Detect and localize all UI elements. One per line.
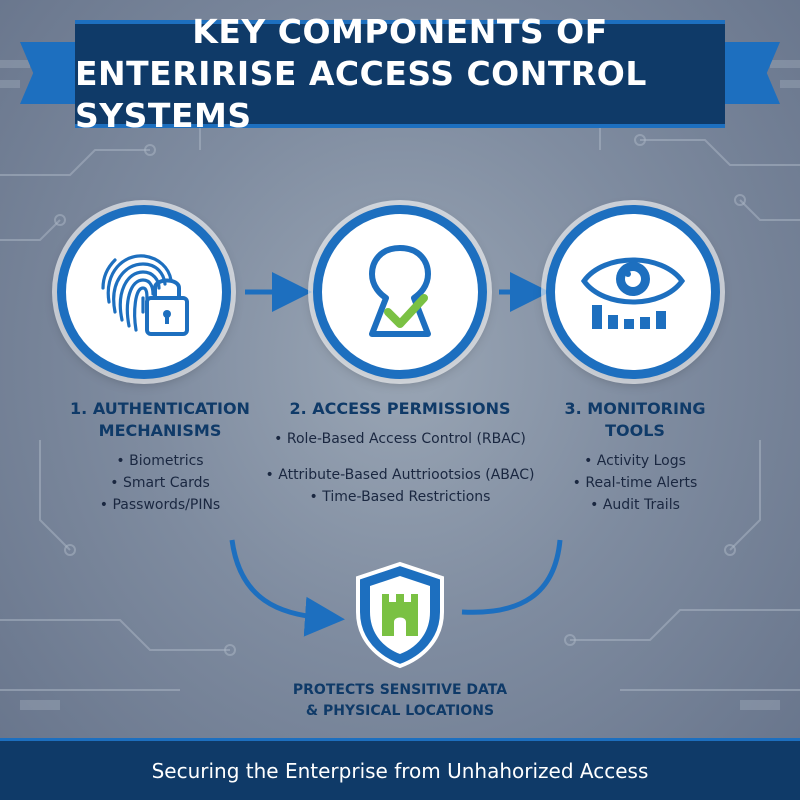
shield-castle-icon [356, 561, 444, 669]
list-item: Passwords/PINs [60, 494, 260, 516]
monitoring-circle [546, 205, 720, 379]
banner-ribbon-left [20, 42, 80, 104]
authentication-heading: 1. AUTHENTICATION MECHANISMS [60, 398, 260, 442]
outcome-text: PROTECTS SENSITIVE DATA & PHYSICAL LOCAT… [240, 680, 560, 722]
footer-bar: Securing the Enterprise from Unhahorized… [0, 738, 800, 800]
list-item: Biometrics [60, 450, 260, 472]
list-item: Role-Based Access Control (RBAC) [250, 428, 550, 450]
access-permissions-circle [313, 205, 487, 379]
title-banner: KEY COMPONENTS OF ENTERIRISE ACCESS CONT… [20, 12, 780, 135]
title-line-2: ENTERIRISE ACCESS CONTROL SYSTEMS [75, 54, 647, 135]
list-item: Activity Logs [535, 450, 735, 472]
outcome-line-1: PROTECTS SENSITIVE DATA [292, 682, 508, 698]
list-item: Audit Trails [535, 494, 735, 516]
authentication-heading-line-1: 1. AUTHENTICATION [70, 399, 250, 418]
access-permissions-column: 2. ACCESS PERMISSIONS Role-Based Access … [250, 398, 550, 508]
monitoring-heading-line-1: 3. MONITORING [564, 399, 706, 418]
fingerprint-lock-icon [101, 254, 189, 336]
banner-ribbon-right [720, 42, 780, 104]
outcome-line-2: & PHYSICAL LOCATIONS [305, 703, 495, 719]
access-permissions-heading: 2. ACCESS PERMISSIONS [250, 398, 550, 420]
keyhole-check-icon [369, 245, 431, 337]
authentication-circle [57, 205, 231, 379]
title-box: KEY COMPONENTS OF ENTERIRISE ACCESS CONT… [75, 12, 725, 135]
list-item: Time-Based Restrictions [250, 486, 550, 508]
authentication-list: Biometrics Smart Cards Passwords/PINs [60, 450, 260, 516]
eye-chart-icon [580, 257, 686, 329]
access-permissions-heading-line-1: 2. ACCESS PERMISSIONS [289, 399, 511, 418]
monitoring-heading-line-2: TOOLS [605, 421, 665, 440]
access-permissions-list: Role-Based Access Control (RBAC) Attribu… [250, 428, 550, 508]
monitoring-heading: 3. MONITORING TOOLS [535, 398, 735, 442]
list-item: Real-time Alerts [535, 472, 735, 494]
authentication-column: 1. AUTHENTICATION MECHANISMS Biometrics … [60, 398, 260, 516]
list-item: Attribute-Based Auttriootsios (ABAC) [250, 464, 550, 486]
footer-tagline: Securing the Enterprise from Unhahorized… [151, 758, 649, 783]
authentication-heading-line-2: MECHANISMS [98, 421, 222, 440]
title-line-1: KEY COMPONENTS OF [192, 12, 608, 51]
monitoring-list: Activity Logs Real-time Alerts Audit Tra… [535, 450, 735, 516]
list-item: Smart Cards [60, 472, 260, 494]
monitoring-column: 3. MONITORING TOOLS Activity Logs Real-t… [535, 398, 735, 516]
